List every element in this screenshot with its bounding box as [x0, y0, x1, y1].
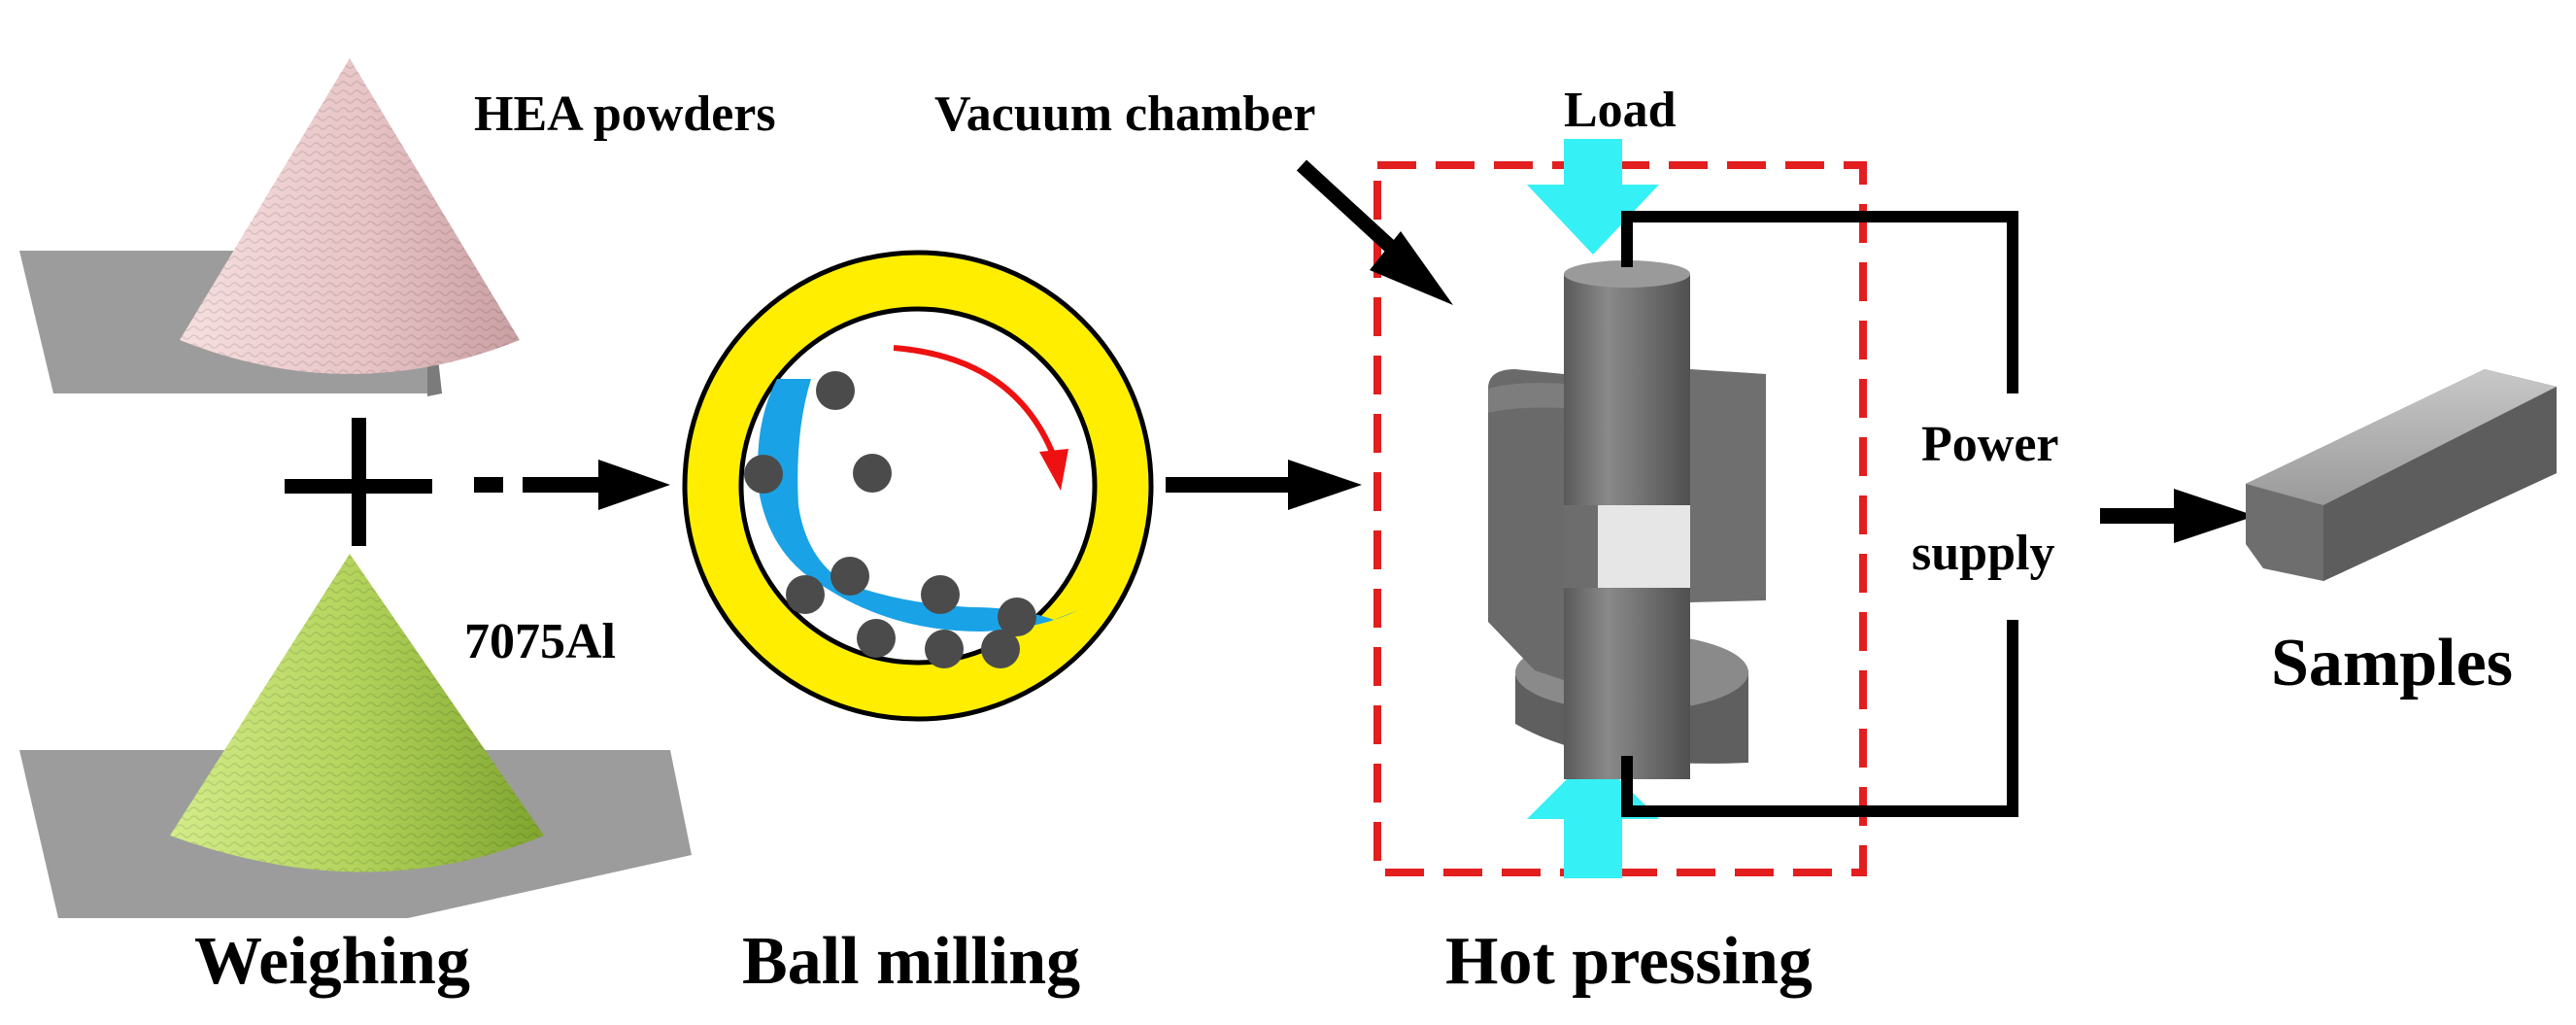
arrow-to-hot-pressing	[1166, 460, 1362, 510]
label-7075al: 7075Al	[464, 614, 616, 669]
label-hea-powders: HEA powders	[474, 86, 776, 142]
al-powder-pile	[19, 554, 692, 918]
rotation-arrow	[893, 345, 1057, 459]
label-vacuum-chamber: Vacuum chamber	[934, 86, 1316, 142]
load-arrow-top	[1527, 139, 1659, 255]
step-weighing: Weighing	[194, 924, 470, 999]
vacuum-chamber-pointer	[1296, 159, 1453, 305]
ball-mill-jar	[682, 250, 1154, 722]
mill-fluid	[758, 379, 1078, 632]
hot-press-die	[1488, 260, 1766, 779]
label-power-line2: supply	[1912, 526, 2055, 581]
step-hot-pressing: Hot pressing	[1445, 924, 1813, 999]
hea-powder-pile	[19, 58, 520, 396]
power-circuit-wire	[1621, 211, 2018, 817]
label-power-line1: Power	[1921, 417, 2059, 472]
sample-bar	[2246, 369, 2557, 581]
arrow-to-ball-milling	[474, 460, 670, 510]
arrow-to-samples	[2100, 489, 2255, 543]
plus-icon	[285, 418, 432, 546]
step-ball-milling: Ball milling	[742, 924, 1081, 999]
label-samples: Samples	[2271, 626, 2513, 700]
label-load: Load	[1564, 83, 1677, 138]
sample-insert	[1598, 505, 1690, 588]
